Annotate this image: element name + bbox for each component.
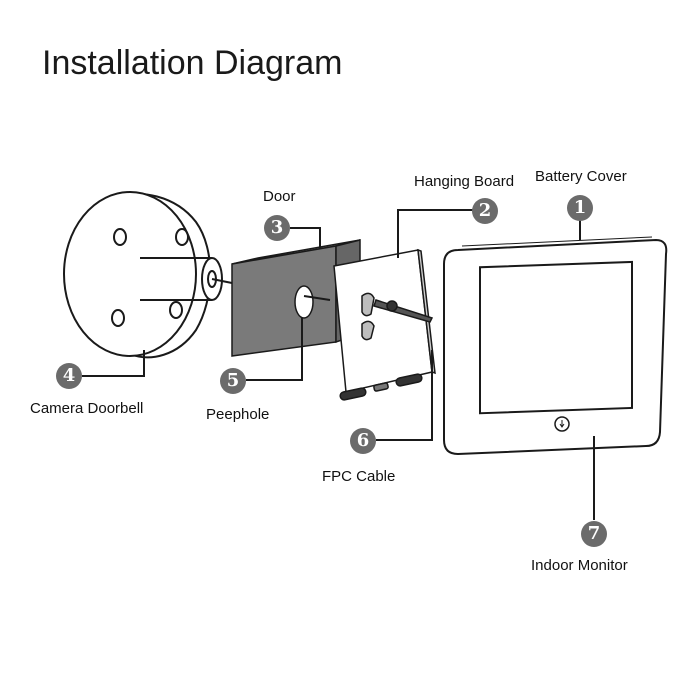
label-indoor-monitor: Indoor Monitor <box>531 557 628 574</box>
label-camera-doorbell: Camera Doorbell <box>30 400 144 417</box>
label-peephole: Peephole <box>206 406 270 423</box>
label-fpc-cable: FPC Cable <box>322 468 396 485</box>
badge-3: 3 <box>264 215 290 241</box>
hanging-board-illustration <box>333 248 436 401</box>
label-door: Door <box>263 188 296 205</box>
badge-6: 6 <box>350 428 376 454</box>
badge-5: 5 <box>220 368 246 394</box>
label-battery-cover: Battery Cover <box>535 168 627 185</box>
badge-7: 7 <box>581 521 607 547</box>
door-illustration <box>231 239 361 357</box>
diagram-title: Installation Diagram <box>42 44 343 82</box>
badge-4: 4 <box>56 363 82 389</box>
badge-1: 1 <box>567 195 593 221</box>
badge-2: 2 <box>472 198 498 224</box>
leader-lines <box>82 209 595 520</box>
label-hanging-board: Hanging Board <box>414 173 515 190</box>
camera-doorbell-illustration <box>63 191 233 359</box>
indoor-monitor-illustration <box>443 236 668 456</box>
